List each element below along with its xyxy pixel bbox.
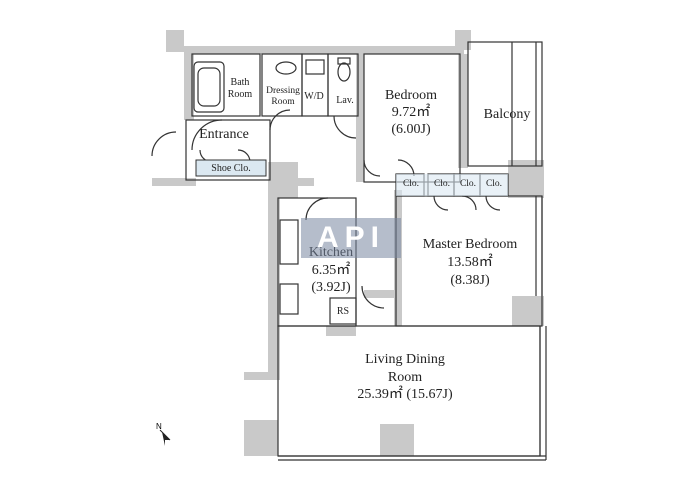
label-dressing-room: Dressing Room — [266, 86, 300, 107]
label-living-dining-name2: Room — [387, 370, 423, 385]
north-arrow-icon: N — [152, 422, 178, 450]
label-closet-2: Clo. — [433, 179, 451, 189]
compass-label: N — [156, 422, 162, 431]
label-master-bedroom-area: 13.58㎡ — [447, 255, 493, 270]
label-kitchen-jo: (3.92J) — [311, 280, 351, 295]
label-bedroom-name: Bedroom — [384, 88, 438, 103]
label-living-dining-name: Living Dining — [365, 352, 445, 367]
label-closet-1: Clo. — [402, 179, 420, 189]
label-master-bedroom-jo: (8.38J) — [450, 273, 490, 288]
label-master-bedroom-name: Master Bedroom — [422, 237, 518, 252]
shoe-closet-tile — [195, 159, 267, 177]
watermark-logo: API — [301, 218, 401, 258]
label-shoe-closet: Shoe Clo. — [211, 163, 251, 174]
label-balcony: Balcony — [483, 107, 531, 122]
label-bedroom-jo: (6.00J) — [391, 122, 431, 137]
label-bath-room: Bath Room — [227, 77, 253, 100]
walls — [152, 30, 544, 456]
label-wd: W/D — [304, 91, 324, 102]
outlines — [151, 41, 547, 461]
label-kitchen-area: 6.35㎡ — [311, 263, 351, 278]
label-closet-4: Clo. — [485, 179, 503, 189]
label-closet-3: Clo. — [459, 179, 477, 189]
closet-tiles — [396, 174, 508, 196]
label-lav: Lav. — [336, 95, 354, 106]
label-bedroom-area: 9.72㎡ — [391, 105, 431, 120]
label-rs: RS — [336, 306, 350, 317]
label-entrance: Entrance — [199, 127, 249, 142]
label-living-dining-area: 25.39㎡ (15.67J) — [357, 387, 453, 402]
